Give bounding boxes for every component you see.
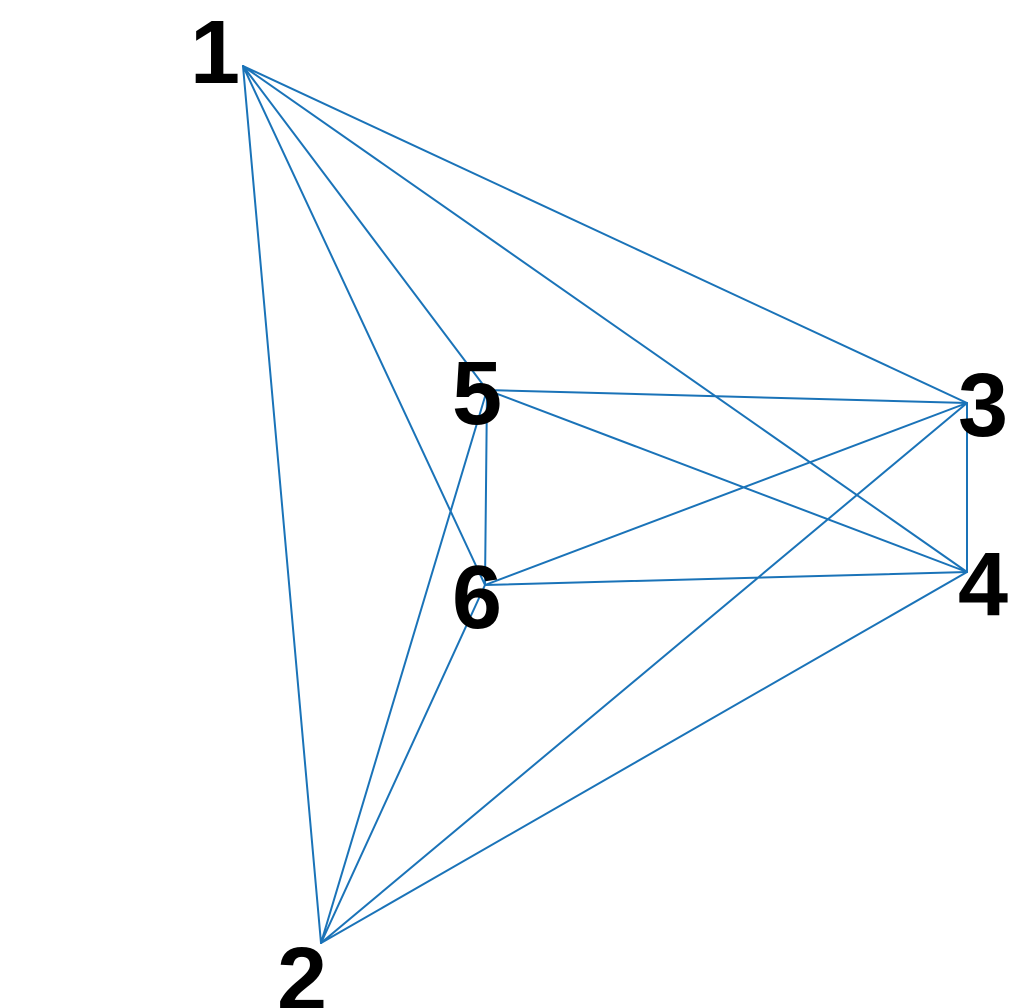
- node-label-4: 4: [958, 535, 1008, 635]
- edge-layer: [242, 65, 968, 944]
- edge-3-6: [484, 402, 968, 586]
- node-label-2: 2: [277, 930, 327, 1008]
- edge-2-5: [320, 389, 488, 944]
- node-label-1: 1: [190, 3, 240, 103]
- edge-1-5: [242, 65, 488, 391]
- edge-1-4: [242, 65, 968, 573]
- label-layer: 1 2 3 4 5 6: [190, 3, 1008, 1008]
- node-label-5: 5: [452, 344, 502, 444]
- edge-1-2: [242, 65, 322, 944]
- node-label-3: 3: [958, 356, 1008, 456]
- edge-5-6: [484, 389, 488, 586]
- edge-1-6: [242, 65, 486, 586]
- edge-2-6: [320, 584, 486, 944]
- edge-4-5: [486, 389, 968, 573]
- node-label-6: 6: [452, 548, 502, 648]
- edge-1-3: [242, 65, 968, 404]
- edge-4-6: [484, 571, 968, 586]
- edge-3-5: [486, 389, 968, 404]
- edge-2-3: [320, 402, 968, 944]
- edge-2-4: [320, 571, 968, 944]
